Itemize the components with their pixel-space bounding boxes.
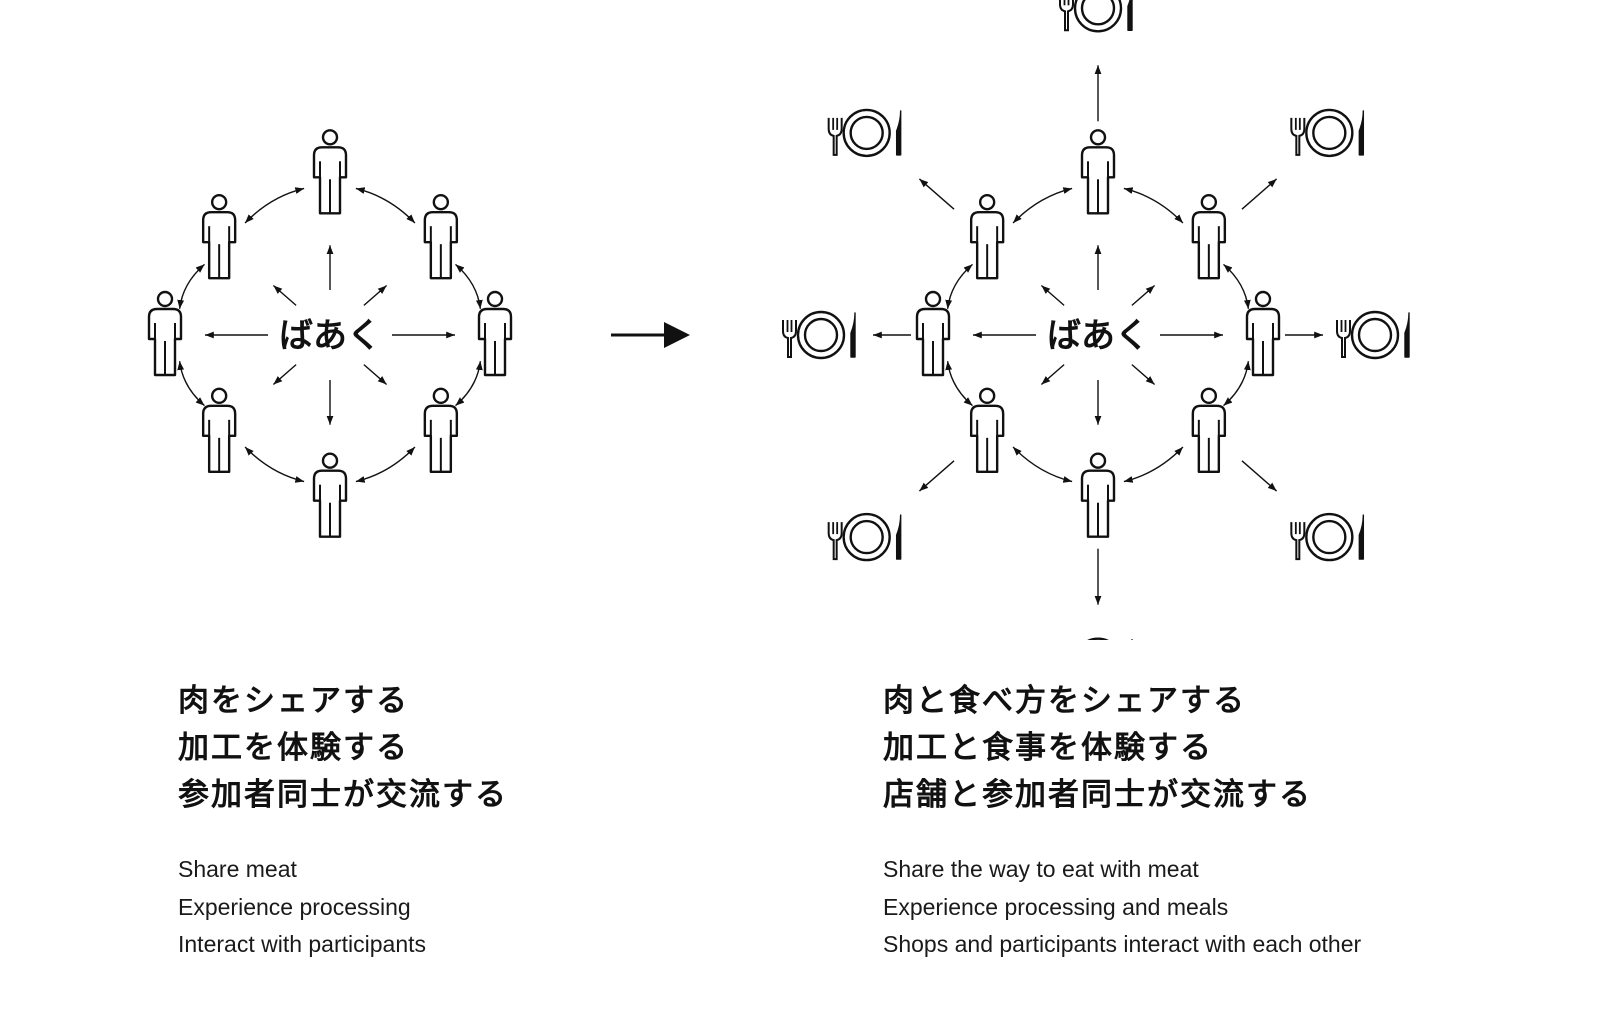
left-jp-line-3: 参加者同士が交流する xyxy=(178,777,508,813)
place-setting-icon xyxy=(1058,0,1134,33)
place-setting-icon xyxy=(1290,512,1365,562)
center-arrow xyxy=(272,285,297,306)
setting-arrow xyxy=(1241,460,1278,492)
person-icon xyxy=(1080,129,1116,215)
left-jp-line-2: 加工を体験する xyxy=(178,730,409,766)
person-icon xyxy=(969,193,1005,280)
right-en-line-3: Shops and participants interact with eac… xyxy=(883,931,1362,957)
place-setting-icon xyxy=(1290,108,1365,158)
place-setting-icon xyxy=(827,512,902,562)
person-icon xyxy=(1080,452,1116,538)
place-setting-icon xyxy=(827,108,902,158)
center-label: ばあく xyxy=(1047,316,1149,356)
ring-arrow xyxy=(177,361,205,407)
person-icon xyxy=(201,387,237,474)
ring-arrow xyxy=(355,446,416,483)
person-icon xyxy=(1191,193,1227,280)
place-setting-icon xyxy=(1058,637,1134,640)
person-icon xyxy=(477,290,513,377)
ring-arrow xyxy=(1223,361,1251,407)
left-en-lines: Share meat Experience processing Interac… xyxy=(178,851,818,964)
place-setting-icon xyxy=(781,310,857,360)
ring-arrow xyxy=(177,263,205,309)
left-diagram: ばあく xyxy=(147,129,513,538)
left-jp-line-1: 肉をシェアする xyxy=(178,683,409,719)
ring-arrow xyxy=(945,361,973,407)
person-icon xyxy=(312,129,348,215)
person-icon xyxy=(147,290,183,377)
ring-arrow xyxy=(455,263,483,309)
right-jp-line-1: 肉と食べ方をシェアする xyxy=(883,683,1246,719)
center-arrow xyxy=(363,285,388,306)
left-caption: 肉をシェアする 加工を体験する 参加者同士が交流する Share meat Ex… xyxy=(178,678,818,964)
right-jp-line-2: 加工と食事を体験する xyxy=(883,730,1213,766)
right-en-line-1: Share the way to eat with meat xyxy=(883,856,1199,882)
left-en-line-1: Share meat xyxy=(178,856,297,882)
ring-arrow xyxy=(1012,446,1073,483)
left-jp-lines: 肉をシェアする 加工を体験する 参加者同士が交流する xyxy=(178,678,818,819)
center-arrow xyxy=(1040,364,1065,385)
ring-arrow xyxy=(945,263,973,309)
concept-diagram: ばあく ばあく xyxy=(147,0,1411,640)
right-en-lines: Share the way to eat with meat Experienc… xyxy=(883,851,1583,964)
left-en-line-3: Interact with participants xyxy=(178,931,427,957)
ring-arrow xyxy=(355,187,416,224)
person-icon xyxy=(312,452,348,538)
center-label: ばあく xyxy=(279,316,381,356)
ring-arrow xyxy=(1123,446,1184,483)
center-arrow xyxy=(1040,285,1065,306)
right-arrow-icon xyxy=(611,322,690,348)
person-icon xyxy=(1191,387,1227,474)
setting-arrow xyxy=(918,460,955,492)
right-caption: 肉と食べ方をシェアする 加工と食事を体験する 店舗と参加者同士が交流する Sha… xyxy=(883,678,1583,964)
right-jp-lines: 肉と食べ方をシェアする 加工と食事を体験する 店舗と参加者同士が交流する xyxy=(883,678,1583,819)
right-jp-line-3: 店舗と参加者同士が交流する xyxy=(883,777,1312,813)
left-en-line-2: Experience processing xyxy=(178,893,411,920)
center-arrow xyxy=(1131,285,1156,306)
ring-arrow xyxy=(1223,263,1251,309)
person-icon xyxy=(423,193,459,280)
setting-arrow xyxy=(918,178,955,210)
ring-arrow xyxy=(1123,187,1184,224)
person-icon xyxy=(1245,290,1281,377)
ring-arrow xyxy=(244,187,305,224)
center-arrow xyxy=(272,364,297,385)
setting-arrow xyxy=(1241,178,1278,210)
center-arrow xyxy=(1131,364,1156,385)
person-icon xyxy=(915,290,951,377)
ring-arrow xyxy=(244,446,305,483)
ring-arrow xyxy=(1012,187,1073,224)
person-icon xyxy=(969,387,1005,474)
right-en-line-2: Experience processing and meals xyxy=(883,893,1229,920)
center-arrow xyxy=(363,364,388,385)
place-setting-icon xyxy=(1335,310,1411,360)
person-icon xyxy=(201,193,237,280)
ring-arrow xyxy=(455,361,483,407)
right-diagram: ばあく xyxy=(781,0,1411,640)
person-icon xyxy=(423,387,459,474)
